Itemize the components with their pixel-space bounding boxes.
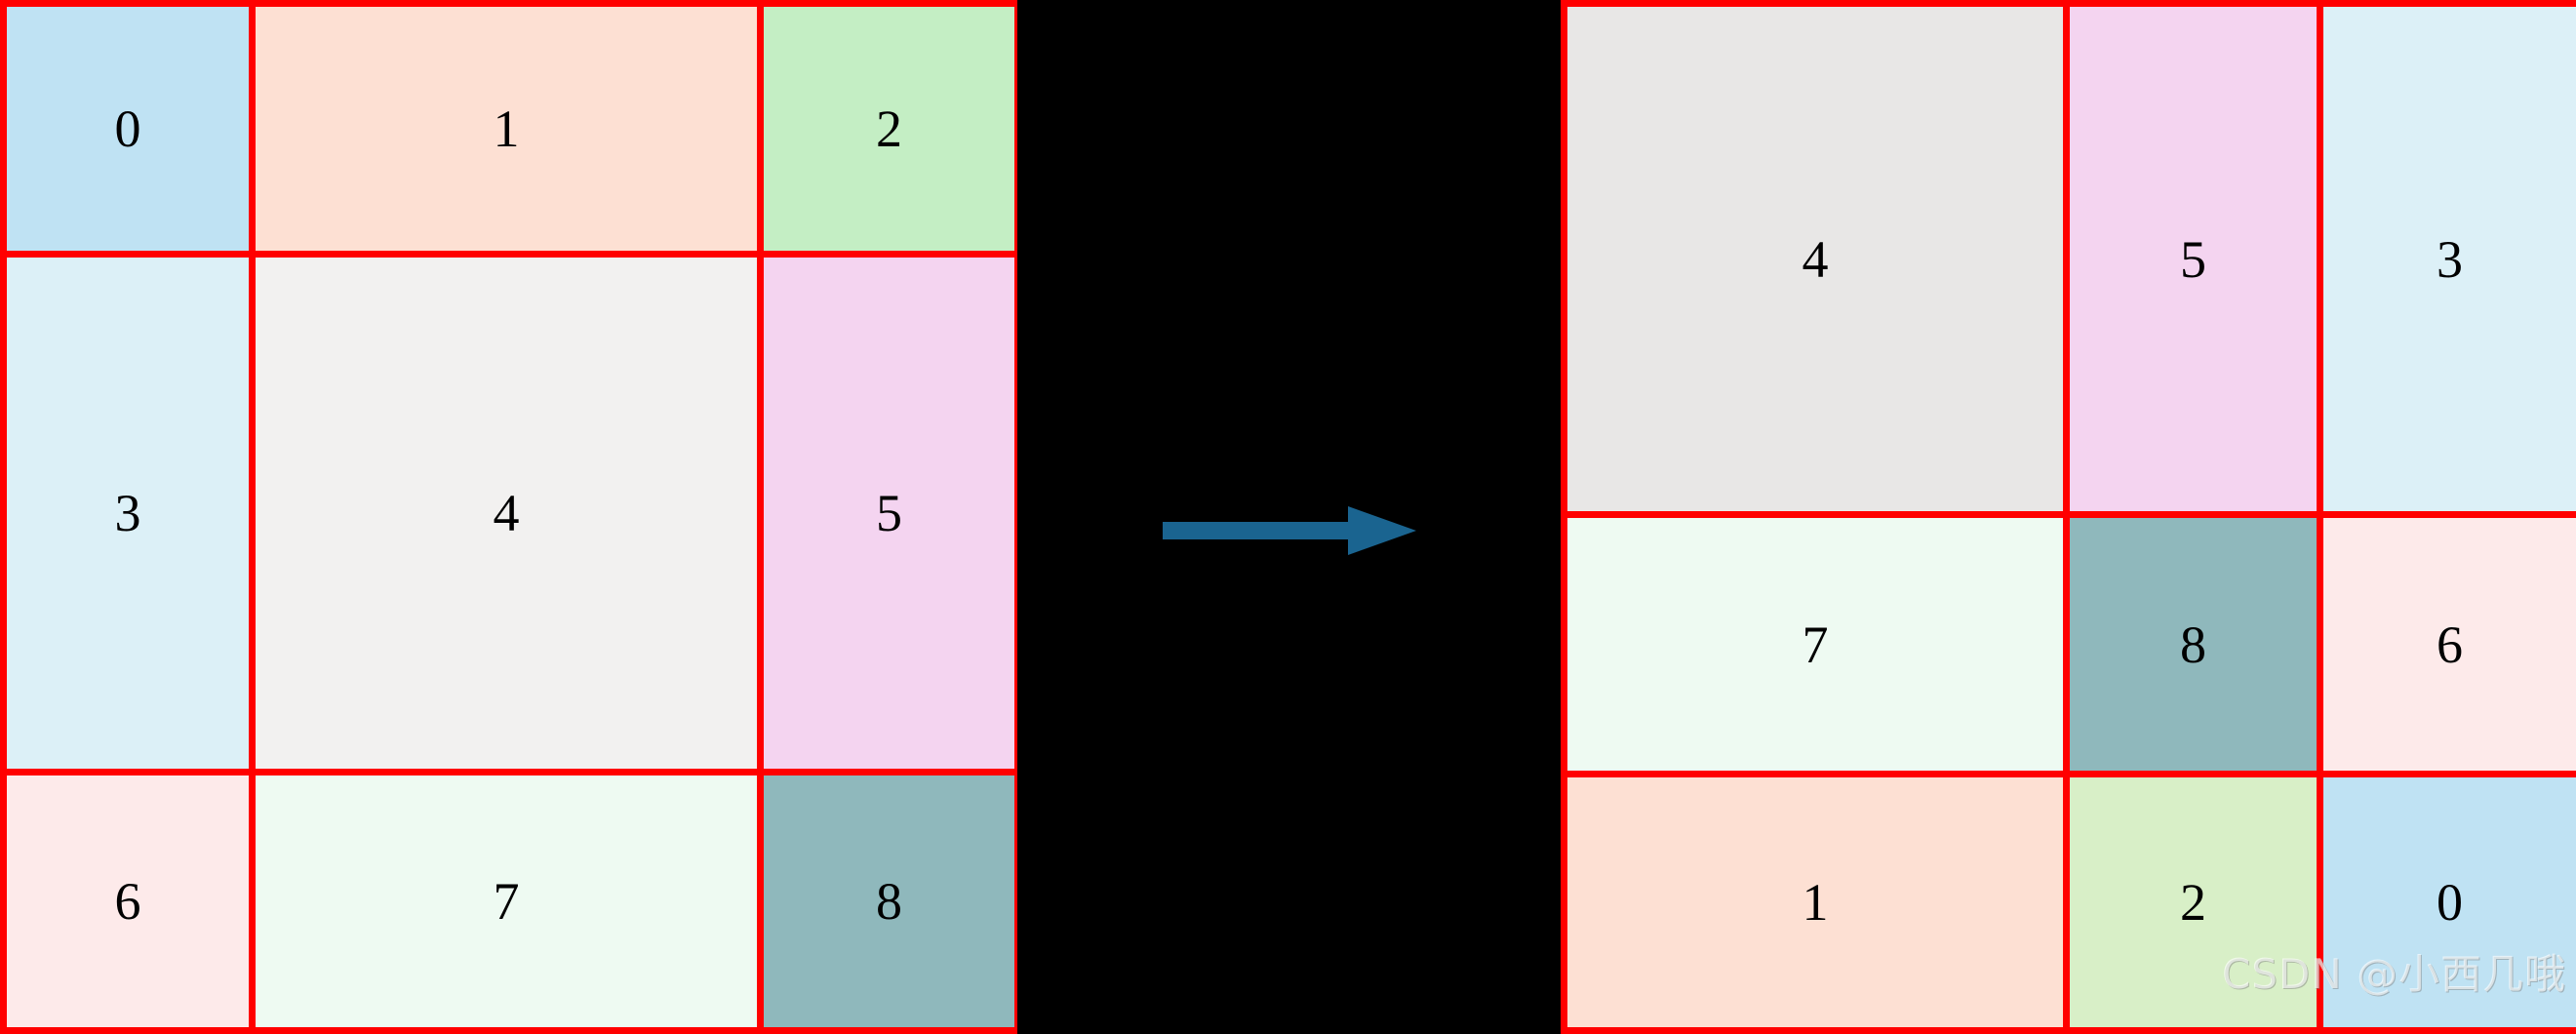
cell-label: 2 — [876, 99, 902, 158]
grid-cell: 2 — [2070, 777, 2317, 1027]
grid-cell: 8 — [2070, 518, 2317, 771]
grid-cell: 3 — [7, 258, 249, 769]
grid-cell: 1 — [256, 7, 757, 251]
grid-cell: 5 — [764, 258, 1014, 769]
cell-label: 3 — [114, 484, 141, 542]
grid-cell: 4 — [256, 258, 757, 769]
cell-label: 4 — [493, 484, 520, 542]
cell-label: 4 — [1802, 229, 1829, 289]
grid-cell: 0 — [7, 7, 249, 251]
cell-label: 3 — [2437, 229, 2463, 289]
original-grid: 0 1 2 3 4 5 6 7 8 — [0, 0, 1017, 1034]
grid-cell: 2 — [764, 7, 1014, 251]
shuffled-grid: 4 5 3 7 8 6 1 2 0 — [1561, 0, 2576, 1034]
grid-cell: 3 — [2323, 7, 2576, 511]
grid-cell: 7 — [256, 776, 757, 1027]
transform-arrow-icon — [1162, 506, 1416, 555]
grid-cell: 1 — [1567, 777, 2063, 1027]
cell-label: 7 — [1802, 615, 1829, 674]
grid-cell: 6 — [2323, 518, 2576, 771]
cell-label: 8 — [2180, 615, 2206, 674]
grid-cell: 7 — [1567, 518, 2063, 771]
cell-label: 0 — [2437, 873, 2463, 932]
cell-label: 0 — [114, 99, 141, 158]
cell-label: 2 — [2180, 873, 2206, 932]
grid-cell: 0 — [2323, 777, 2576, 1027]
cell-label: 1 — [493, 99, 520, 158]
cell-label: 5 — [2180, 229, 2206, 289]
cell-label: 5 — [876, 484, 902, 542]
cell-label: 8 — [876, 872, 902, 931]
grid-cell: 5 — [2070, 7, 2317, 511]
cell-label: 7 — [493, 872, 520, 931]
cell-label: 6 — [2437, 615, 2463, 674]
arrow-region — [1017, 0, 1561, 1034]
grid-cell: 6 — [7, 776, 249, 1027]
cell-label: 1 — [1802, 873, 1829, 932]
grid-cell: 8 — [764, 776, 1014, 1027]
grid-cell: 4 — [1567, 7, 2063, 511]
cell-label: 6 — [114, 872, 141, 931]
